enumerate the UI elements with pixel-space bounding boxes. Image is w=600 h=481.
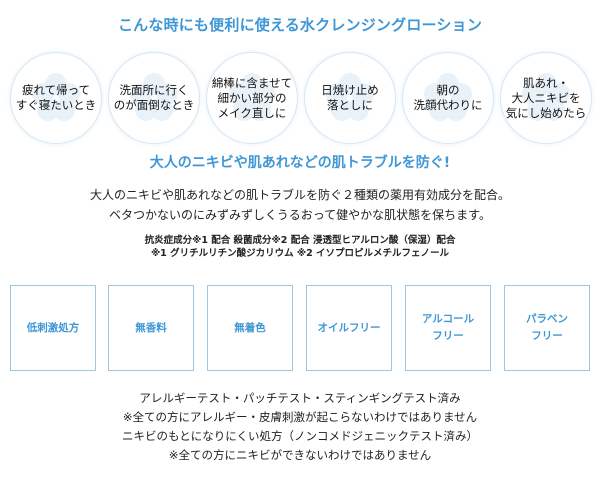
feature-box: 無香料 [108, 285, 194, 371]
flower-watermark-icon [522, 73, 570, 121]
ingredients-note: 抗炎症成分※1 配合 殺菌成分※2 配合 浸透型ヒアルロン酸（保湿）配合 ※1 … [0, 234, 600, 260]
test-note-line: ※全ての方にニキビができないわけではありません [168, 448, 432, 462]
feature-box: オイルフリー [306, 285, 392, 371]
use-case-circle: 綿棒に含ませて 細かい部分の メイク直しに [206, 52, 298, 144]
use-case-circle: 洗面所に行く のが面倒なとき [108, 52, 200, 144]
feature-box: 無着色 [207, 285, 293, 371]
use-case-text: 綿棒に含ませて 細かい部分の メイク直しに [211, 75, 293, 120]
feature-boxes: 低刺激処方 無香料 無着色 オイルフリー アルコール フリー パラベン フリー [10, 285, 590, 371]
flower-watermark-icon [32, 73, 80, 121]
description: 大人のニキビや肌あれなどの肌トラブルを防ぐ２種類の薬用有効成分を配合。 ベタつか… [0, 185, 600, 225]
description-line: ベタつかないのにみずみずしくうるおって健やかな肌状態を保ちます。 [109, 208, 491, 222]
test-note-line: ※全ての方にアレルギー・皮膚刺激が起こらないわけではありません [122, 410, 478, 424]
flower-watermark-icon [130, 73, 178, 121]
flower-watermark-icon [424, 73, 472, 121]
use-case-circle: 疲れて帰って すぐ寝たいとき [10, 52, 102, 144]
use-case-text: 朝の 洗顔代わりに [413, 83, 483, 112]
description-line: 大人のニキビや肌あれなどの肌トラブルを防ぐ２種類の薬用有効成分を配合。 [89, 188, 510, 202]
feature-box: パラベン フリー [504, 285, 590, 371]
test-note-line: アレルギーテスト・パッチテスト・スティンギングテスト済み [139, 391, 461, 405]
use-case-circle: 肌あれ・ 大人ニキビを 気にし始めたら [500, 52, 592, 144]
feature-box: 低刺激処方 [10, 285, 96, 371]
test-notes: アレルギーテスト・パッチテスト・スティンギングテスト済み ※全ての方にアレルギー… [0, 389, 600, 465]
ingredients-footnote: ※1 グリチルリチン酸ジカリウム ※2 イソプロピルメチルフェノール [150, 248, 450, 259]
use-case-circle: 日焼け止め 落としに [304, 52, 396, 144]
flower-watermark-icon [326, 73, 374, 121]
use-case-circles: 疲れて帰って すぐ寝たいとき 洗面所に行く のが面倒なとき 綿棒に含ませて 細か… [10, 52, 592, 144]
sub-headline: 大人のニキビや肌あれなどの肌トラブルを防ぐ! [149, 155, 451, 171]
page-headline: こんな時にも便利に使える水クレンジングローション [117, 16, 483, 34]
test-note-line: ニキビのもとになりにくい処方（ノンコメドジェニックテスト済み） [121, 429, 479, 443]
use-case-circle: 朝の 洗顔代わりに [402, 52, 494, 144]
use-case-text: 日焼け止め 落としに [321, 83, 379, 112]
use-case-text: 肌あれ・ 大人ニキビを 気にし始めたら [505, 75, 587, 120]
feature-box: アルコール フリー [405, 285, 491, 371]
flower-watermark-icon [228, 73, 276, 121]
use-case-text: 洗面所に行く のが面倒なとき [113, 83, 195, 112]
ingredients-line: 抗炎症成分※1 配合 殺菌成分※2 配合 浸透型ヒアルロン酸（保湿）配合 [144, 235, 456, 246]
use-case-text: 疲れて帰って すぐ寝たいとき [15, 83, 97, 112]
